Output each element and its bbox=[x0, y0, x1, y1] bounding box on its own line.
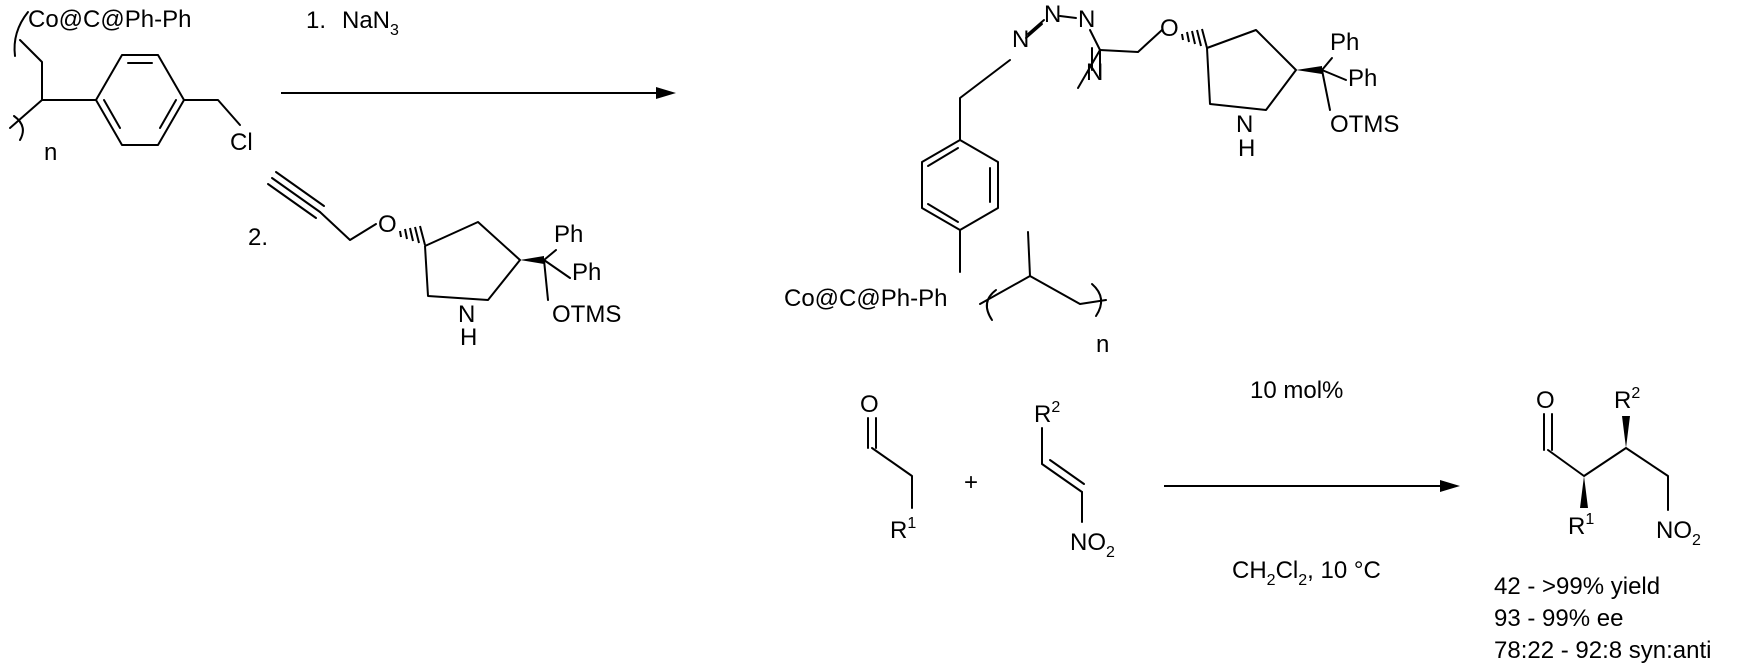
catalyst-phenyl-2: Ph bbox=[1348, 65, 1377, 92]
aldehyde-c-o-double bbox=[867, 417, 877, 449]
pyrrolidine-ring bbox=[424, 221, 521, 301]
triazole-N1: N bbox=[1012, 26, 1029, 53]
phenyl-label-2: Ph bbox=[572, 259, 601, 286]
michael-product: O R1 R2 NO2 bbox=[1536, 385, 1701, 549]
benzyl-ch2-bond bbox=[959, 59, 1011, 141]
catalyst-phenyl-1: Ph bbox=[1330, 29, 1359, 56]
repeat-n-label: n bbox=[44, 139, 57, 166]
reaction-arrow-2 bbox=[1164, 480, 1460, 492]
triazole-ring-bonds bbox=[1025, 15, 1101, 89]
nitroalkene-reactant: R2 NO2 bbox=[1034, 399, 1115, 561]
catalyst-otms: OTMS bbox=[1330, 111, 1399, 138]
catalyst-bracket-right bbox=[1091, 283, 1103, 317]
step-1: 1. NaN3 bbox=[306, 7, 399, 39]
catalyst-benzene bbox=[921, 139, 999, 231]
benzene-double-bonds bbox=[103, 62, 177, 129]
catalyst-backbone bbox=[979, 275, 1107, 305]
starting-polymer: Co@C@Ph-Ph n Cl bbox=[9, 6, 253, 166]
triazole-N3: N bbox=[1078, 6, 1095, 33]
triazole-ch2-o bbox=[1099, 29, 1163, 53]
catalyst-ether-O: O bbox=[1160, 15, 1179, 42]
product-c-o-double bbox=[1543, 413, 1553, 451]
backbone-branch bbox=[1027, 231, 1031, 277]
reaction-arrow-1 bbox=[281, 87, 676, 99]
aldehyde-O: O bbox=[860, 391, 879, 418]
aldehyde-reactant: O R1 bbox=[860, 391, 916, 544]
nitroalkene-NO2: NO2 bbox=[1070, 529, 1115, 561]
support-label: Co@C@Ph-Ph bbox=[28, 6, 191, 33]
hashed-wedge-bond bbox=[399, 225, 426, 246]
aldehyde-R1: R1 bbox=[890, 515, 916, 544]
catalyst-benzene-double bbox=[927, 147, 991, 223]
results-summary: 42 - >99% yield 93 - 99% ee 78:22 - 92:8… bbox=[1494, 573, 1711, 664]
reaction-conditions: CH2Cl2, 10 °C bbox=[1232, 557, 1381, 589]
alkyne-triple-lines bbox=[267, 171, 325, 219]
catalyst-support-label: Co@C@Ph-Ph bbox=[784, 285, 947, 312]
triazole-double-bond bbox=[1091, 47, 1101, 77]
product-R1: R1 bbox=[1568, 511, 1594, 540]
catalyst-N: N bbox=[1236, 111, 1253, 138]
catalyst-hashed-wedge bbox=[1181, 28, 1208, 49]
nitroalkene-R2: R2 bbox=[1034, 399, 1060, 428]
product-aldehyde-O: O bbox=[1536, 387, 1555, 414]
product-wedge-R2 bbox=[1622, 416, 1630, 448]
propargyl-ch2 bbox=[319, 211, 377, 241]
phenyl-label-1: Ph bbox=[554, 221, 583, 248]
pyrrolidine-N: N bbox=[458, 301, 475, 328]
benzene-ring bbox=[95, 54, 185, 146]
product-wedge-R1 bbox=[1580, 476, 1588, 508]
step1-number: 1. bbox=[306, 7, 326, 34]
polymer-bracket-left bbox=[13, 11, 29, 57]
chloromethyl-bond bbox=[183, 99, 241, 126]
alkyne-bond bbox=[271, 177, 321, 213]
catalyst-H: H bbox=[1238, 135, 1255, 162]
step2-number: 2. bbox=[248, 224, 268, 251]
plus-sign: + bbox=[964, 469, 978, 496]
catalyst-pyrrolidine bbox=[1206, 29, 1297, 111]
result-ee: 93 - 99% ee bbox=[1494, 605, 1623, 632]
step1-reagent: NaN3 bbox=[342, 7, 399, 39]
triazole-N2: N bbox=[1044, 1, 1061, 28]
polymer-backbone bbox=[9, 39, 43, 129]
catalyst-loading: 10 mol% bbox=[1250, 377, 1343, 404]
result-dr: 78:22 - 92:8 syn:anti bbox=[1494, 637, 1711, 664]
step-2-propargyl-catalyst: 2. O N H Ph Ph OTMS bbox=[248, 171, 621, 351]
product-R2: R2 bbox=[1614, 385, 1640, 414]
catalyst-quaternary-bonds bbox=[1321, 57, 1347, 111]
nitroalkene-chain bbox=[1041, 427, 1083, 493]
quaternary-carbon-bonds bbox=[543, 249, 571, 301]
chlorine-label: Cl bbox=[230, 129, 253, 156]
aldehyde-chain bbox=[871, 447, 913, 509]
polymer-bracket-right bbox=[13, 115, 24, 141]
supported-catalyst: N N N N O N H Ph Ph OTMS Co@C@Ph-Ph bbox=[784, 1, 1399, 358]
catalyst-bracket-left bbox=[985, 289, 997, 321]
product-chain bbox=[1547, 447, 1669, 511]
nitroalkene-double bbox=[1049, 459, 1085, 485]
pyrrolidine-H: H bbox=[460, 324, 477, 351]
wedge-bond bbox=[520, 256, 544, 264]
ether-oxygen-label: O bbox=[378, 211, 397, 238]
otms-label: OTMS bbox=[552, 301, 621, 328]
catalyst-repeat-n: n bbox=[1096, 331, 1109, 358]
catalyst-wedge bbox=[1296, 66, 1322, 74]
product-NO2: NO2 bbox=[1656, 517, 1701, 549]
result-yield: 42 - >99% yield bbox=[1494, 573, 1660, 600]
